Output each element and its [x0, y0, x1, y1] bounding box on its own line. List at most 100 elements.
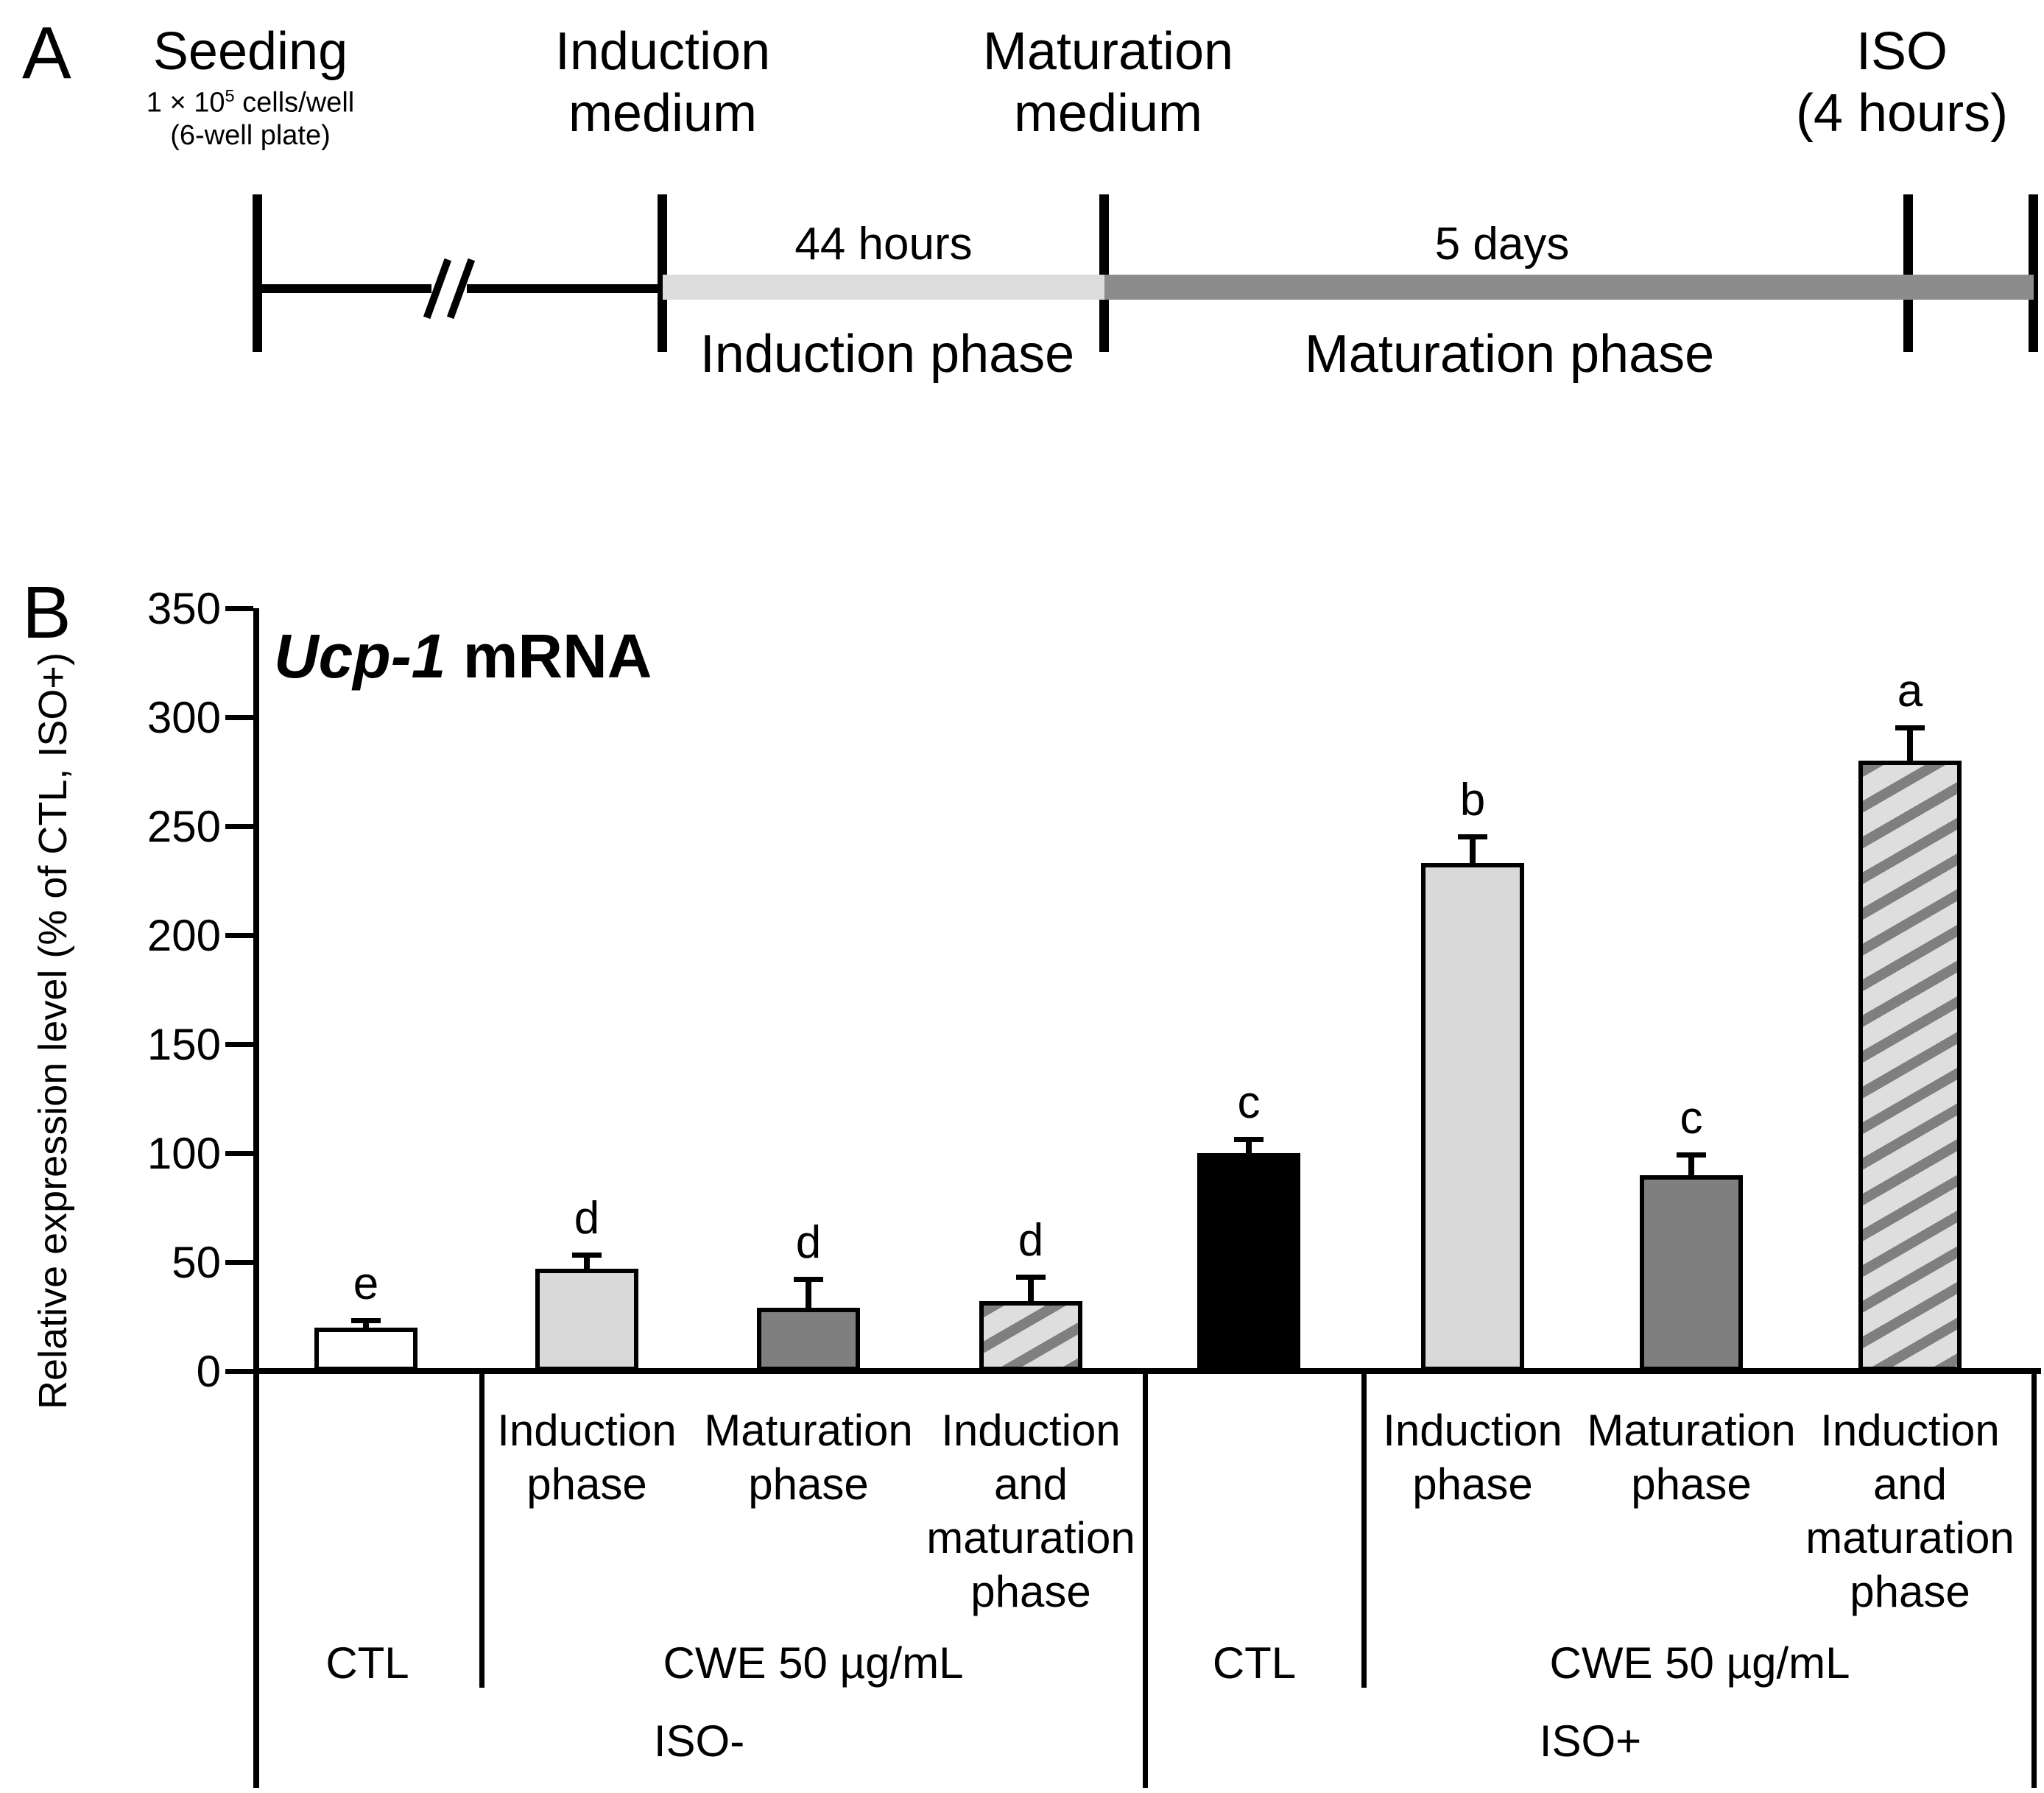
duration-label-0: 44 hours: [794, 219, 973, 270]
error-bar-cap: [1458, 834, 1487, 839]
error-bar-stem: [806, 1276, 811, 1308]
y-tick: [225, 1151, 253, 1156]
phase-column-label-line: phase: [1631, 1459, 1752, 1509]
panel-b-label: B: [22, 571, 71, 654]
timeline-tick-2: [1099, 194, 1109, 352]
y-tick-label: 50: [172, 1238, 221, 1287]
phase-label-1: Maturation phase: [1304, 325, 1715, 384]
bar-isoplus-5: [1421, 863, 1524, 1371]
phase-column-label-line: Induction: [1383, 1406, 1562, 1455]
bar-isoplus-4: [1197, 1153, 1300, 1371]
group-label-0: ISO-: [653, 1716, 745, 1766]
significance-letter: c: [1237, 1077, 1261, 1129]
y-tick: [225, 1042, 253, 1047]
y-tick-label: 200: [147, 911, 221, 960]
chart-title-suffix: mRNA: [445, 621, 652, 691]
milestone-subtitle: 1 × 105 cells/well(6-well plate): [15, 80, 486, 152]
bar-isominus-0: [314, 1328, 417, 1371]
milestone-title-3: ISO(4 hours): [1666, 21, 2044, 144]
significance-letter: d: [574, 1193, 600, 1244]
treatment-label-0: CTL: [325, 1638, 409, 1688]
table-separator: [479, 1371, 484, 1688]
y-tick: [225, 715, 253, 720]
timeline-tick-4: [2029, 194, 2038, 352]
timeline-tick-3: [1903, 194, 1913, 352]
significance-letter: c: [1680, 1092, 1703, 1144]
treatment-label-3: CWE 50 µg/mL: [1549, 1638, 1850, 1688]
milestone-title-line: medium: [568, 84, 758, 143]
y-tick: [225, 1260, 253, 1265]
treatment-label-1: CWE 50 µg/mL: [663, 1638, 964, 1688]
bar-isoplus-7: [1858, 761, 1962, 1371]
milestone-subtitle-line1: 1 × 105 cells/well: [146, 86, 355, 119]
error-bar-stem: [1028, 1274, 1034, 1301]
group-label-1: ISO+: [1539, 1716, 1642, 1766]
table-separator: [2031, 1371, 2037, 1788]
timeline-tick-1: [658, 194, 667, 352]
error-bar-cap: [1677, 1152, 1706, 1158]
y-tick-label: 150: [147, 1020, 221, 1069]
phase-column-label-line: and: [993, 1459, 1068, 1509]
milestone-title-line: Induction: [554, 22, 771, 81]
bar-isominus-1: [535, 1269, 638, 1371]
duration-label-1: 5 days: [1434, 219, 1570, 270]
milestone-title-0: Seeding: [15, 21, 486, 82]
error-bar-stem: [1470, 834, 1476, 863]
milestone-title-line: Seeding: [152, 22, 348, 81]
y-tick-label: 350: [147, 584, 221, 633]
error-bar-cap: [351, 1317, 381, 1323]
timeline-tick-0: [253, 194, 262, 352]
phase-column-label-line: phase: [970, 1567, 1091, 1616]
significance-letter: d: [795, 1216, 822, 1268]
bar-isoplus-6: [1640, 1175, 1743, 1371]
phase-column-label-line: maturation: [926, 1513, 1135, 1563]
error-bar-stem: [1907, 725, 1913, 761]
y-tick: [225, 824, 253, 829]
chart-title-gene: Ucp-1: [274, 621, 446, 691]
bar-isominus-3: [979, 1301, 1082, 1371]
error-bar-stem: [1688, 1152, 1694, 1175]
significance-letter: e: [353, 1258, 379, 1309]
bar-isominus-2: [757, 1308, 860, 1371]
phase-column-label-line: phase: [748, 1459, 869, 1509]
phase-column-label-line: Maturation: [1587, 1406, 1796, 1455]
table-separator: [1361, 1371, 1367, 1688]
maturation-phase-bar: [1104, 275, 2034, 300]
y-tick: [225, 1369, 253, 1374]
error-bar-cap: [572, 1253, 602, 1258]
phase-column-label-line: maturation: [1805, 1513, 2015, 1563]
error-bar-cap: [1016, 1274, 1046, 1280]
phase-label-0: Induction phase: [699, 325, 1075, 384]
milestone-title-line: Maturation: [982, 22, 1234, 81]
table-separator: [1143, 1371, 1148, 1788]
induction-phase-bar: [663, 275, 1104, 300]
error-bar-stem: [584, 1253, 590, 1269]
y-tick: [225, 606, 253, 611]
error-bar-cap: [1234, 1137, 1264, 1143]
phase-column-label-line: Induction: [941, 1406, 1121, 1455]
y-axis-line: [253, 608, 259, 1788]
phase-column-label-line: phase: [1850, 1567, 1970, 1616]
milestone-subtitle-line2: (6-well plate): [170, 119, 331, 151]
treatment-label-2: CTL: [1212, 1638, 1297, 1688]
significance-letter: a: [1897, 665, 1923, 716]
milestone-title-line: (4 hours): [1795, 84, 2009, 143]
error-bar-stem: [1246, 1137, 1252, 1153]
significance-letter: d: [1018, 1214, 1044, 1266]
phase-column-label-line: phase: [1412, 1459, 1533, 1509]
error-bar-cap: [1895, 725, 1925, 730]
panel-a-label: A: [22, 12, 71, 94]
phase-column-label-line: Induction: [497, 1406, 677, 1455]
y-tick-label: 0: [196, 1347, 221, 1396]
phase-column-label-line: Induction: [1820, 1406, 2000, 1455]
y-tick: [225, 933, 253, 938]
